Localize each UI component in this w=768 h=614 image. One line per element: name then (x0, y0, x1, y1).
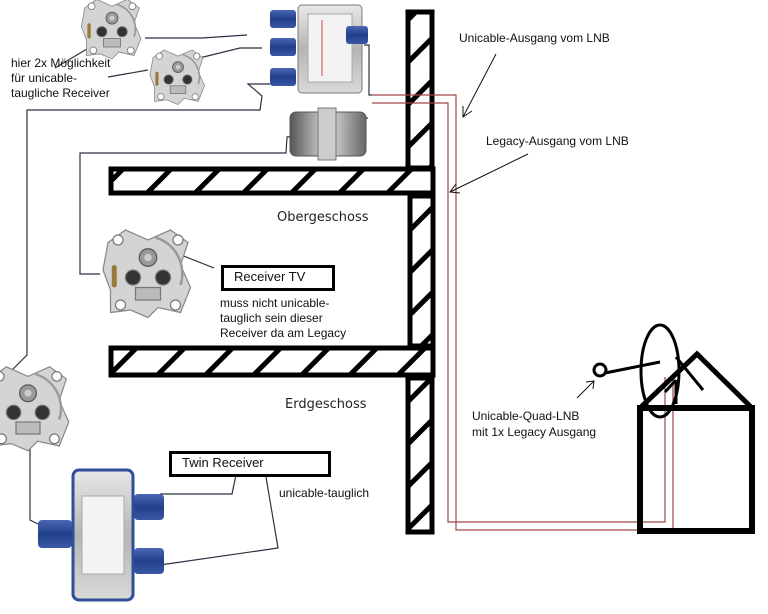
label-receiver-tv-note-line3: Receiver da am Legacy (220, 326, 347, 340)
label-receiver-tv: Receiver TV (234, 269, 306, 284)
label-lnb-line1: Unicable-Quad-LNB (472, 409, 580, 423)
wall-outlet-top-1 (80, 0, 142, 60)
outer-wall-middle (407, 193, 436, 349)
label-receiver-tv-note-line1: muss nicht unicable- (220, 296, 330, 310)
label-twin-receiver: Twin Receiver (182, 455, 264, 470)
label-twin-note: unicable-tauglich (279, 486, 370, 500)
house (637, 350, 755, 534)
ceiling-ground (108, 345, 436, 378)
label-two-options-line1: hier 2x Möglichkeit (11, 56, 111, 70)
label-receiver-tv-note-line2: tauglich sein dieser (220, 311, 323, 325)
label-two-options-line3: taugliche Receiver (11, 86, 110, 100)
annotation-arrows (449, 53, 595, 399)
label-legacy-output: Legacy-Ausgang vom LNB (486, 134, 629, 148)
label-two-options-line2: für unicable- (11, 71, 78, 85)
f-coupler (289, 107, 367, 161)
wall-outlet-ground (0, 365, 71, 452)
splitter-3way (270, 4, 368, 94)
label-upper-floor: Obergeschoss (277, 210, 369, 225)
lnb-head (592, 362, 608, 378)
label-ground-floor: Erdgeschoss (285, 397, 367, 412)
label-lnb-line2: mit 1x Legacy Ausgang (472, 425, 597, 439)
label-unicable-output: Unicable-Ausgang vom LNB (459, 31, 610, 45)
splitter-2way (38, 468, 164, 602)
outer-wall-top (405, 9, 435, 171)
legacy-cable (372, 102, 666, 523)
unicable-cable (372, 94, 674, 531)
wall-outlet-upper (101, 228, 192, 319)
ceiling-upper (108, 166, 436, 196)
satellite-dish (592, 323, 705, 419)
outer-wall-bottom (405, 375, 435, 535)
twin-receiver-box: Twin Receiver (169, 451, 331, 477)
wall-outlet-top-2 (149, 49, 206, 106)
building-section (108, 9, 436, 535)
receiver-tv-box: Receiver TV (221, 265, 335, 291)
